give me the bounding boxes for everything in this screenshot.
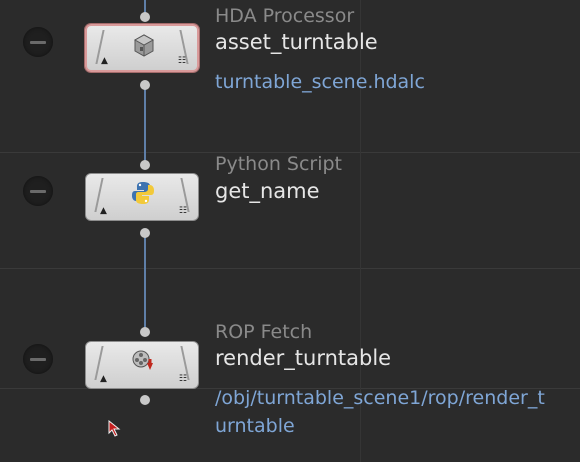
node-info-link[interactable]: turntable_scene.hdalc — [215, 71, 425, 93]
display-flag-icon[interactable]: ▲ — [101, 56, 108, 66]
output-port[interactable] — [140, 80, 150, 90]
grid-line — [0, 152, 580, 153]
node-type-label: HDA Processor — [215, 5, 355, 27]
node-name-label[interactable]: asset_turntable — [215, 30, 378, 54]
input-port[interactable] — [140, 12, 150, 22]
bypass-toggle[interactable] — [23, 176, 53, 206]
node-type-label: Python Script — [215, 153, 343, 175]
wire[interactable] — [144, 86, 146, 164]
output-port[interactable] — [140, 395, 150, 405]
node-get-name[interactable]: ▲ ☷ — [85, 173, 199, 221]
grid-line — [0, 388, 580, 389]
wire[interactable] — [144, 236, 146, 332]
wire[interactable] — [144, 0, 146, 18]
node-asset-turntable[interactable]: ▲ ☷ — [85, 24, 199, 72]
node-menu-icon[interactable]: ☷ — [178, 374, 187, 384]
mouse-cursor-icon — [108, 420, 121, 437]
rop-fetch-icon — [132, 350, 153, 370]
node-menu-icon[interactable]: ☷ — [178, 206, 187, 216]
display-flag-icon[interactable]: ▲ — [100, 374, 107, 384]
node-info-line: /obj/turntable_scene1/rop/render_t — [215, 387, 545, 409]
display-flag-icon[interactable]: ▲ — [100, 206, 107, 216]
output-port[interactable] — [140, 228, 150, 238]
python-icon — [132, 182, 154, 204]
node-name-label[interactable]: get_name — [215, 179, 320, 203]
input-port[interactable] — [140, 160, 150, 170]
node-render-turntable[interactable]: ▲ ☷ — [85, 341, 199, 389]
grid-line — [0, 268, 580, 269]
input-port[interactable] — [140, 327, 150, 337]
node-name-label[interactable]: render_turntable — [215, 346, 392, 370]
bypass-toggle[interactable] — [23, 344, 53, 374]
node-type-label: ROP Fetch — [215, 321, 313, 343]
node-info-line: urntable — [215, 415, 295, 437]
node-menu-icon[interactable]: ☷ — [177, 56, 186, 66]
node-info-link[interactable]: /obj/turntable_scene1/rop/render_t urnta… — [215, 384, 545, 440]
bypass-toggle[interactable] — [23, 27, 53, 57]
grid-line — [360, 0, 361, 462]
hda-box-icon — [133, 34, 155, 57]
